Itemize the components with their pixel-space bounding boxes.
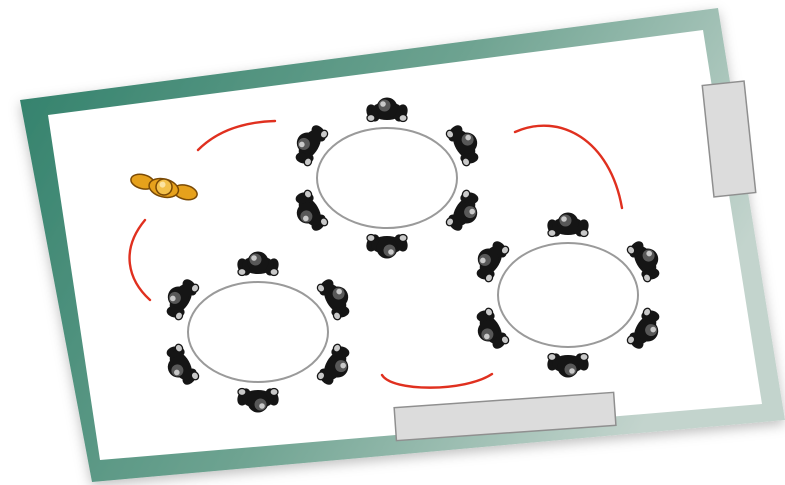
- table-group-3: [476, 212, 660, 378]
- person-hand-left: [445, 129, 455, 139]
- guide-head-highlight: [159, 181, 166, 188]
- person-hand-right: [237, 387, 247, 397]
- seated-person: [626, 241, 660, 283]
- person-head-highlight: [380, 101, 386, 107]
- person-hand-left: [174, 311, 184, 321]
- table-group-2: [166, 251, 350, 413]
- person-hand-left: [366, 113, 376, 123]
- person-hand-right: [579, 228, 589, 238]
- person-hand-right: [461, 157, 471, 167]
- person-head-highlight: [561, 216, 567, 222]
- table-group-1: [295, 97, 479, 259]
- doors: [393, 80, 757, 442]
- route-line-3: [513, 124, 624, 210]
- person-hand-left: [500, 335, 510, 345]
- table-3: [497, 242, 639, 348]
- person-head-highlight: [465, 134, 471, 141]
- person-head-highlight: [388, 249, 394, 255]
- person-hand-right: [484, 307, 494, 317]
- seated-person: [295, 125, 329, 167]
- person-head-highlight: [336, 288, 342, 295]
- route-line-4: [380, 372, 494, 389]
- person-head-highlight: [340, 362, 346, 369]
- person-hand-left: [332, 343, 342, 353]
- table-1: [316, 127, 458, 229]
- person-hand-right: [626, 335, 636, 345]
- person-hand-left: [319, 217, 329, 227]
- route-line-1: [128, 218, 152, 302]
- seated-person: [295, 189, 329, 231]
- person-head-highlight: [170, 295, 176, 302]
- seated-person: [626, 307, 660, 349]
- person-head-highlight: [303, 215, 309, 222]
- person-hand-right: [642, 273, 652, 283]
- person-head-highlight: [646, 250, 652, 257]
- table-groups: [166, 97, 660, 413]
- seated-person: [316, 343, 350, 385]
- door-panel-bottom: [393, 391, 617, 442]
- person-head-highlight: [174, 369, 180, 376]
- person-head-highlight: [569, 368, 575, 374]
- seated-person: [237, 251, 279, 277]
- person-head-highlight: [259, 403, 265, 409]
- person-hand-left: [398, 233, 408, 243]
- person-hand-right: [269, 267, 279, 277]
- table-2: [187, 281, 329, 383]
- person-head-highlight: [480, 257, 486, 264]
- person-hand-right: [316, 371, 326, 381]
- person-head-highlight: [484, 333, 490, 340]
- seated-person: [476, 241, 510, 283]
- walking-routes: [128, 119, 624, 389]
- person-hand-left: [190, 371, 200, 381]
- person-hand-right: [445, 217, 455, 227]
- person-head-highlight: [650, 326, 656, 333]
- person-hand-left: [579, 352, 589, 362]
- door-panel-right: [701, 80, 757, 198]
- person-hand-right: [398, 113, 408, 123]
- person-hand-left: [547, 228, 557, 238]
- person-hand-left: [461, 189, 471, 199]
- person-hand-left: [642, 307, 652, 317]
- person-hand-left: [626, 245, 636, 255]
- person-hand-right: [366, 233, 376, 243]
- person-hand-right: [174, 343, 184, 353]
- seated-person: [237, 387, 279, 413]
- person-hand-right: [547, 352, 557, 362]
- guide-person: [130, 173, 198, 201]
- guide-figure: [130, 173, 198, 201]
- seated-person: [166, 279, 200, 321]
- seated-person: [547, 212, 589, 238]
- route-line-2: [196, 119, 277, 152]
- person-hand-left: [303, 157, 313, 167]
- person-hand-left: [237, 267, 247, 277]
- seated-person: [366, 233, 408, 259]
- person-head-highlight: [299, 141, 305, 148]
- person-hand-right: [190, 283, 200, 293]
- person-head-highlight: [469, 208, 475, 215]
- person-hand-left: [316, 283, 326, 293]
- person-hand-right: [500, 245, 510, 255]
- seated-person: [445, 189, 479, 231]
- person-hand-right: [319, 129, 329, 139]
- seated-person: [366, 97, 408, 123]
- person-hand-left: [484, 273, 494, 283]
- seated-person: [476, 307, 510, 349]
- person-hand-right: [303, 189, 313, 199]
- seated-person: [445, 125, 479, 167]
- seated-person: [547, 352, 589, 378]
- person-hand-left: [269, 387, 279, 397]
- person-hand-right: [332, 311, 342, 321]
- seated-person: [166, 343, 200, 385]
- seated-person: [316, 279, 350, 321]
- person-head-highlight: [251, 255, 257, 261]
